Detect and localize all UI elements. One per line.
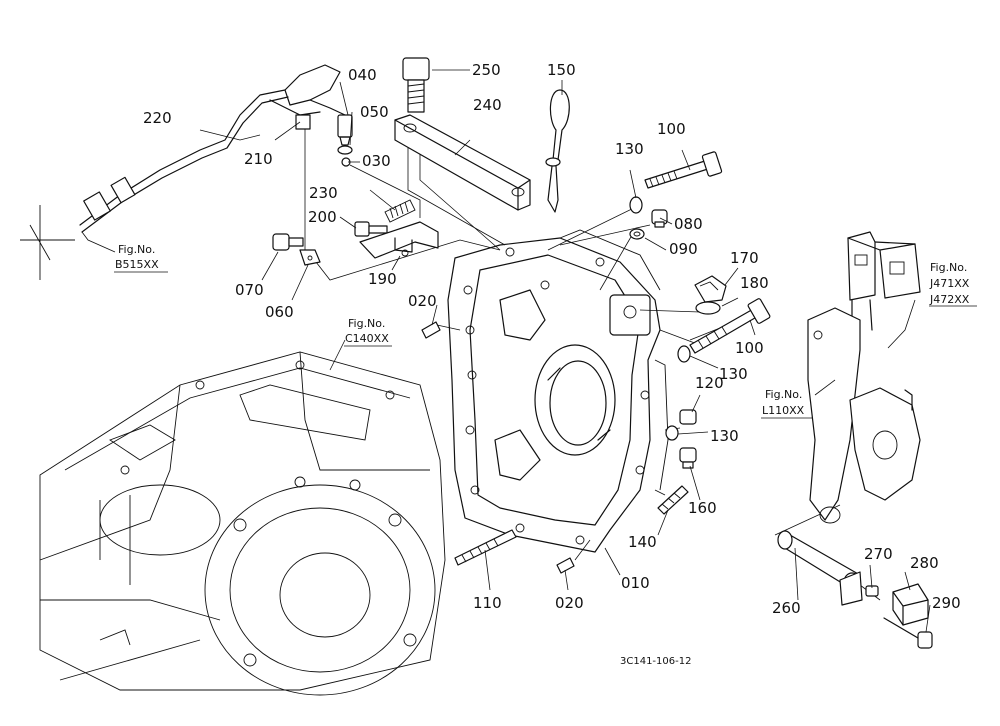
shaft-260 [777, 530, 863, 606]
figure-ref-line: J471XX [929, 277, 970, 290]
part-label: 170 [730, 249, 759, 267]
lever-assembly [807, 231, 921, 524]
part-label: 020 [408, 292, 437, 310]
figure-ref-line: C140XX [345, 332, 389, 345]
dipstick-150 [545, 89, 570, 213]
bar-240 [394, 114, 531, 211]
part-label: 100 [657, 120, 686, 138]
figure-ref-l110: Fig.No. L110XX [761, 388, 812, 419]
part-labels: 250 150 040 050 030 220 210 240 100 130 … [143, 61, 961, 617]
part-label: 250 [472, 61, 501, 79]
oring-180 [695, 301, 721, 315]
part-label: 160 [688, 499, 717, 517]
figure-ref-c140: Fig.No. C140XX [344, 317, 392, 347]
washer-130-mid [677, 345, 691, 363]
figure-ref-line: Fig.No. [348, 317, 385, 330]
bolt-200 [354, 221, 388, 237]
oring-090 [629, 228, 645, 240]
leader-lines [81, 69, 931, 633]
part-label: 140 [628, 533, 657, 551]
part-label: 280 [910, 554, 939, 572]
sensor-040 [337, 114, 353, 146]
part-label: 120 [695, 374, 724, 392]
part-label: 130 [615, 140, 644, 158]
part-label: 010 [621, 574, 650, 592]
washer-130-lower [665, 425, 679, 441]
block-280 [892, 583, 929, 626]
figure-ref-line: Fig.No. [765, 388, 802, 401]
plug-120 [679, 409, 697, 425]
wiring-harness-220 [20, 64, 346, 280]
bracket-190 [359, 221, 439, 259]
part-label: 130 [719, 365, 748, 383]
bolt-070 [272, 233, 304, 251]
part-label: 260 [772, 599, 801, 617]
figure-ref-b515: Fig.No. B515XX [114, 243, 168, 273]
part-label: 190 [368, 270, 397, 288]
plug-160 [679, 447, 697, 469]
transmission-case-drawing [39, 351, 446, 696]
part-label: 230 [309, 184, 338, 202]
diagram-code: 3C141-106-12 [620, 656, 691, 667]
washer-130-upper [629, 196, 643, 214]
part-label: 050 [360, 103, 389, 121]
part-label: 090 [669, 240, 698, 258]
figure-ref-line: J472XX [929, 293, 970, 306]
clamp-060 [299, 249, 321, 266]
part-label: 130 [710, 427, 739, 445]
figure-ref-line: L110XX [762, 404, 805, 417]
figure-ref-j471: Fig.No. J471XX J472XX [929, 261, 977, 307]
part-label: 150 [547, 61, 576, 79]
part-label: 110 [473, 594, 502, 612]
part-label: 210 [244, 150, 273, 168]
stud-110 [454, 529, 517, 566]
bolt-100-upper [644, 151, 723, 189]
clutch-housing-010 [447, 229, 669, 553]
part-label: 080 [674, 215, 703, 233]
pin-020-upper [421, 321, 441, 339]
bolt-290 [883, 617, 933, 649]
figure-ref-line: B515XX [115, 258, 159, 271]
washer-050 [337, 145, 353, 155]
plug-250 [402, 57, 430, 113]
part-label: 290 [932, 594, 961, 612]
bolt-100-lower [689, 298, 771, 354]
plug-080 [651, 209, 668, 228]
pin-020-lower [556, 557, 575, 574]
part-label: 040 [348, 66, 377, 84]
cap-170 [694, 275, 727, 303]
part-label: 200 [308, 208, 337, 226]
part-label: 070 [235, 281, 264, 299]
part-label: 240 [473, 96, 502, 114]
shim-230 [384, 199, 416, 223]
part-label: 030 [362, 152, 391, 170]
part-label: 270 [864, 545, 893, 563]
part-label: 220 [143, 109, 172, 127]
part-label: 180 [740, 274, 769, 292]
stud-140 [657, 485, 689, 515]
figure-ref-line: Fig.No. [118, 243, 155, 256]
part-label: 060 [265, 303, 294, 321]
part-label: 100 [735, 339, 764, 357]
part-label: 020 [555, 594, 584, 612]
figure-ref-line: Fig.No. [930, 261, 967, 274]
